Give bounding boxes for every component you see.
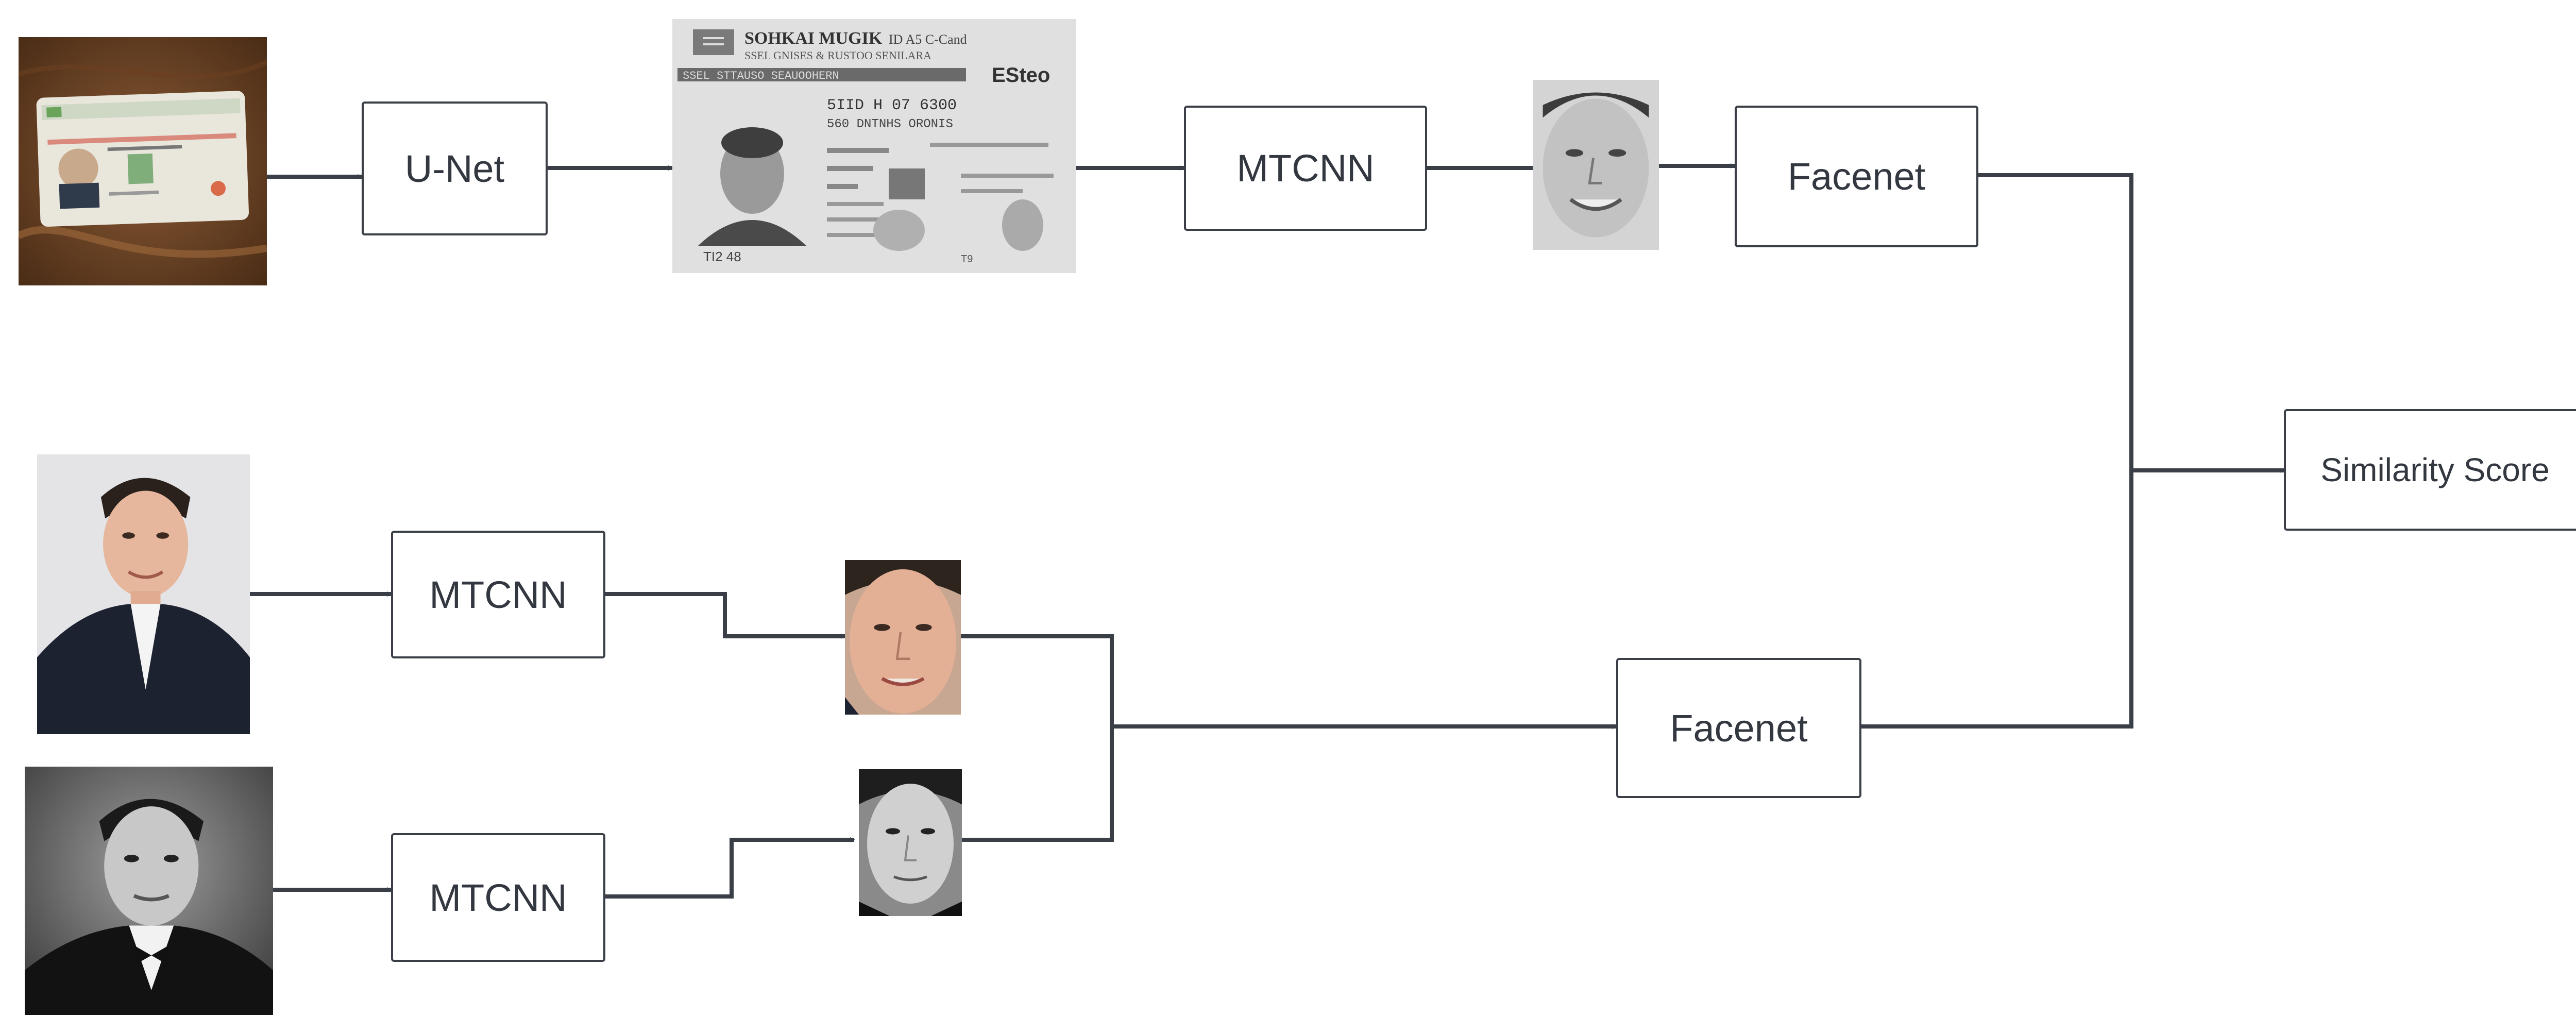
- facenet-bot-node: Facenet: [1616, 658, 1861, 798]
- id-line4: SSEL STTAUSO SEAUOOHERN: [683, 70, 839, 82]
- similarity-score-label: Similarity Score: [2320, 451, 2550, 488]
- edge-mtcnn-bot-to-face: [605, 837, 855, 899]
- edge-faces-merge: [961, 634, 1114, 842]
- id-line1: SOHKAI MUGIK: [744, 29, 883, 48]
- mtcnn-top-label: MTCNN: [1236, 147, 1375, 190]
- id-line6: 560 DNTNHS ORONIS: [827, 117, 953, 131]
- mtcnn-bot-node: MTCNN: [391, 833, 605, 962]
- id-line5: 5IID H 07 6300: [827, 97, 957, 114]
- cropped-face-bw: [859, 769, 962, 916]
- edge-mtcnn-mid-to-face: [605, 592, 846, 639]
- id-line2: ID A5 C-Cand: [889, 32, 967, 47]
- mtcnn-mid-label: MTCNN: [429, 573, 567, 616]
- mtcnn-top-node: MTCNN: [1184, 106, 1427, 231]
- facenet-top-label: Facenet: [1787, 155, 1926, 198]
- reference-photo-color: [37, 454, 250, 734]
- id-code: ESteo: [992, 64, 1050, 87]
- id-footer: TI2 48: [703, 249, 741, 264]
- cropped-face-id: [1533, 80, 1659, 250]
- mtcnn-bot-label: MTCNN: [429, 876, 567, 919]
- similarity-score-node: Similarity Score: [2284, 409, 2576, 531]
- edge-facenet-bot-to-junction: [1861, 470, 2133, 729]
- facenet-bot-label: Facenet: [1670, 706, 1808, 750]
- facenet-top-node: Facenet: [1735, 106, 1978, 247]
- mtcnn-mid-node: MTCNN: [391, 531, 605, 658]
- id-footer-right: T9: [961, 253, 973, 265]
- cropped-face-color: [845, 560, 961, 715]
- unet-label: U-Net: [404, 147, 505, 190]
- reference-photo-bw: [25, 767, 273, 1015]
- unet-node: U-Net: [362, 101, 548, 235]
- edge-facenet-top-to-junction: [1978, 173, 2133, 470]
- id-line3: SSEL GNISES & RUSTOO SENILARA: [744, 49, 931, 62]
- id-card-grayscale: SOHKAI MUGIK ID A5 C-Cand SSEL GNISES & …: [672, 19, 1076, 273]
- id-card-photo: [19, 37, 267, 285]
